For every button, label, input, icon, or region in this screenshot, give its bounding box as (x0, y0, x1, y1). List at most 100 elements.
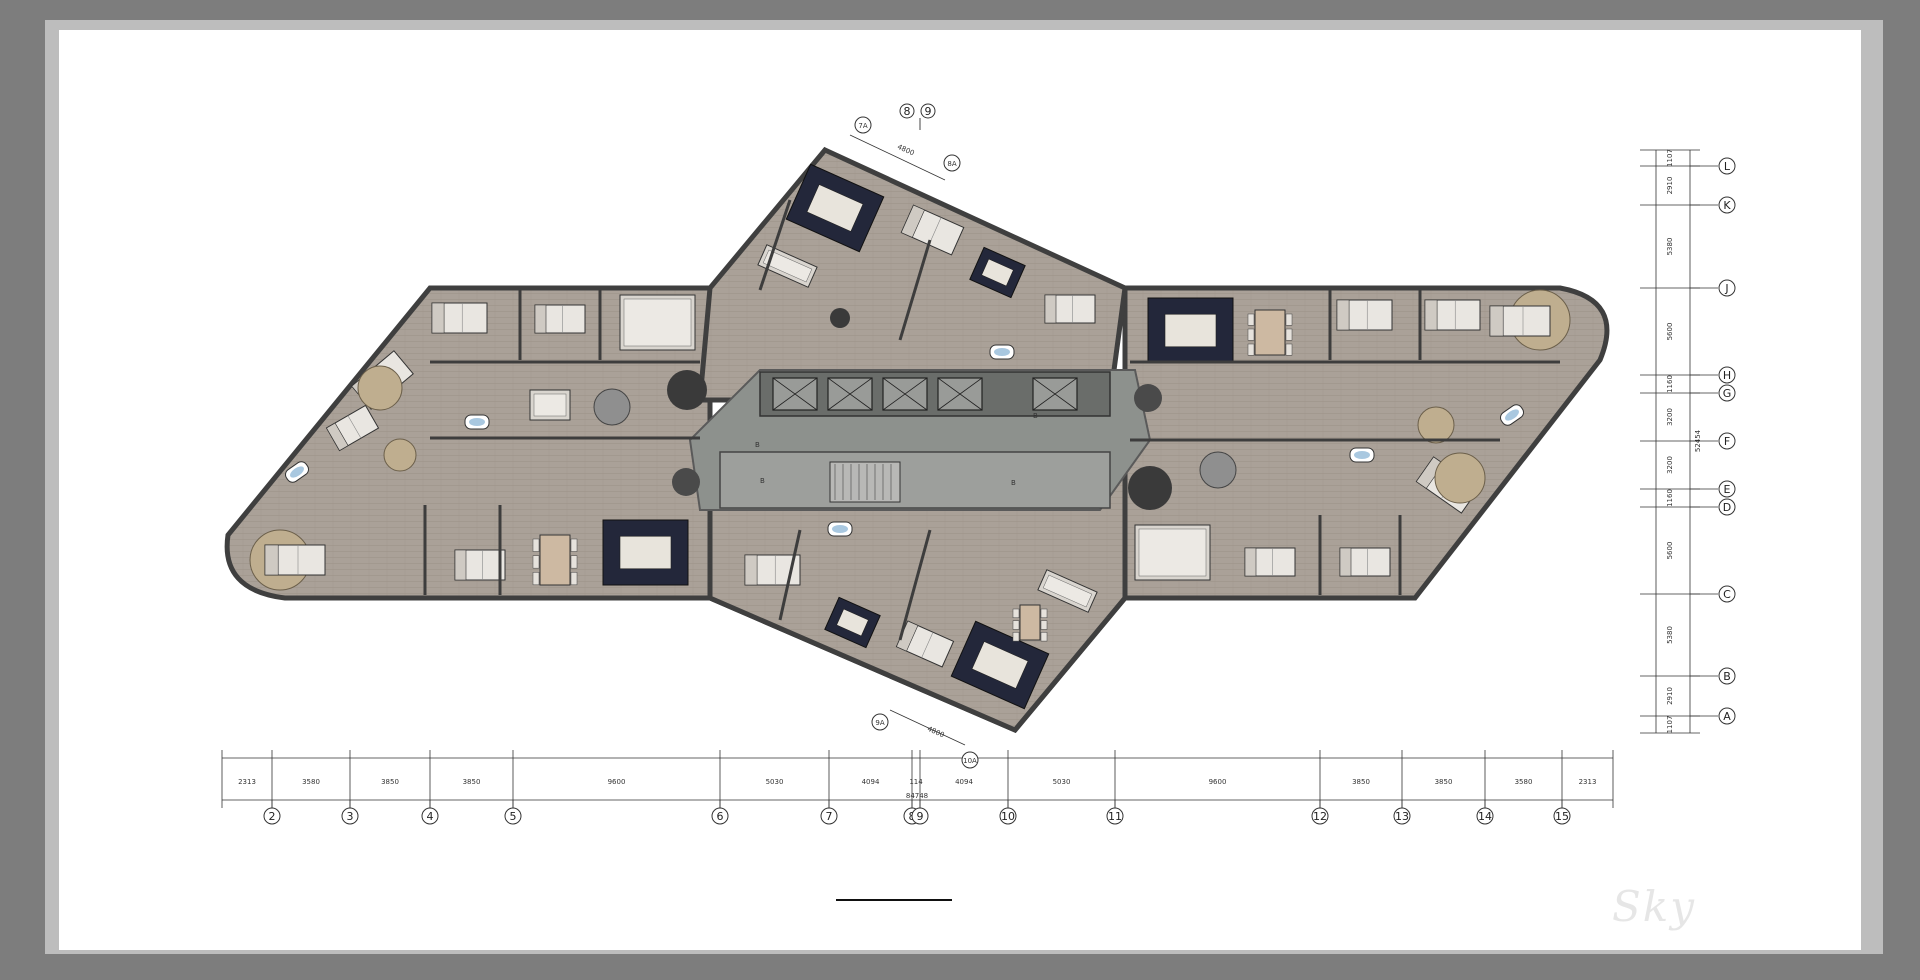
axis-bubble-9a: 9A (875, 719, 884, 727)
sofa-icon (529, 389, 571, 421)
axis-bubble (1718, 196, 1736, 214)
elevator-icon (1032, 377, 1078, 411)
dimension-text: 1160 (1666, 489, 1674, 507)
area-rug (969, 246, 1026, 299)
axis-label-A: A (1723, 710, 1731, 723)
lower-dim-4800: 4800 (926, 725, 946, 740)
axis-bubble (1718, 585, 1736, 603)
building-core: B B B B (667, 369, 1172, 511)
bed-icon (431, 302, 488, 334)
dining-table-icon (532, 534, 578, 586)
axis-bubble (1718, 498, 1736, 516)
planter (830, 308, 850, 328)
floor-plan: B B B B (221, 103, 1736, 825)
core-label: B (1033, 412, 1038, 420)
axis-label-C: C (1723, 588, 1731, 601)
core-label: B (760, 477, 765, 485)
axis-label-L: L (1724, 160, 1731, 173)
dimension-text: 114 (909, 778, 923, 786)
dimension-text: 5600 (1666, 323, 1674, 341)
axis-bubble (263, 807, 281, 825)
axis-bubble (1718, 157, 1736, 175)
dimension-text: 1107 (1666, 149, 1674, 167)
sofa-icon (1037, 569, 1098, 613)
dimension-text: 2910 (1666, 687, 1674, 705)
axis-bubble (1718, 366, 1736, 384)
title-underline (836, 899, 952, 901)
axis-label-9: 9 (917, 810, 924, 823)
dimension-text: 3850 (463, 778, 481, 786)
west-wing (224, 285, 713, 601)
bed-icon (1244, 547, 1296, 577)
axis-label-10: 10 (1001, 810, 1015, 823)
core-label: B (1011, 479, 1016, 487)
axis-label-D: D (1723, 501, 1731, 514)
bathtub-icon (1349, 447, 1375, 463)
axis-label-B: B (1723, 670, 1731, 683)
axis-bubble-7a: 7A (858, 122, 867, 130)
bed-icon (264, 544, 326, 576)
axis-bubble (1553, 807, 1571, 825)
dimension-text: 3200 (1666, 456, 1674, 474)
axis-label-H: H (1723, 369, 1731, 382)
elevator-icon (827, 377, 873, 411)
bathtub-icon (285, 461, 309, 483)
round-table (593, 388, 631, 426)
dimension-text: 2313 (1579, 778, 1597, 786)
axis-label-5: 5 (510, 810, 517, 823)
dimension-text: 5380 (1666, 626, 1674, 644)
drawing-sheet: B B B B (59, 30, 1861, 950)
axis-label-13: 13 (1395, 810, 1409, 823)
axis-label-14: 14 (1478, 810, 1492, 823)
axis-label-J: J (1724, 282, 1728, 295)
axis-label-E: E (1724, 483, 1731, 496)
axis-bubble-8a: 8A (947, 160, 956, 168)
axis-bubble (999, 807, 1017, 825)
dimension-text: 3850 (1352, 778, 1370, 786)
bed-icon (1336, 299, 1393, 331)
dimension-text: 9600 (608, 778, 626, 786)
dimension-text: 5030 (1053, 778, 1071, 786)
area-rug (1147, 297, 1234, 364)
core-label: B (755, 441, 760, 449)
axis-bubble (1106, 807, 1124, 825)
round-rug (1434, 452, 1486, 504)
bathtub-icon (827, 521, 853, 537)
bathtub-icon (989, 344, 1015, 360)
dimension-text: 2313 (238, 778, 256, 786)
dimension-text: 3580 (1515, 778, 1533, 786)
bathtub-icon (464, 414, 490, 430)
axis-bubble (1311, 807, 1329, 825)
east-wing (1122, 285, 1610, 601)
dining-table-icon (1012, 604, 1048, 642)
axis-bubble (1718, 707, 1736, 725)
axis-bubble (341, 807, 359, 825)
axis-label-7: 7 (826, 810, 833, 823)
dimension-text: 2910 (1666, 177, 1674, 195)
dimension-text: 4094 (862, 778, 880, 786)
axis-bubble (1718, 384, 1736, 402)
area-rug (824, 596, 881, 649)
elevator-icon (772, 377, 818, 411)
bed-icon (1044, 294, 1096, 324)
axis-label-12: 12 (1313, 810, 1327, 823)
area-rug (602, 519, 689, 586)
dimension-text: 1107 (1666, 716, 1674, 734)
bed-icon (534, 304, 586, 334)
axis-bubble (911, 807, 929, 825)
area-rug (950, 620, 1050, 710)
dimension-text: 4094 (955, 778, 973, 786)
axis-label-6: 6 (717, 810, 724, 823)
elevator-icon (882, 377, 928, 411)
bed-icon (1339, 547, 1391, 577)
upper-dim-4800: 4800 (896, 143, 916, 158)
dimension-text: 5030 (766, 778, 784, 786)
right-dimension-chain: 1107291053805600116032003200116056005380… (1640, 149, 1736, 734)
dimension-text: 9600 (1209, 778, 1227, 786)
axis-label-15: 15 (1555, 810, 1569, 823)
axis-bubble (1718, 279, 1736, 297)
dimension-text: 3850 (381, 778, 399, 786)
axis-label-3: 3 (347, 810, 354, 823)
area-rug (785, 163, 885, 253)
